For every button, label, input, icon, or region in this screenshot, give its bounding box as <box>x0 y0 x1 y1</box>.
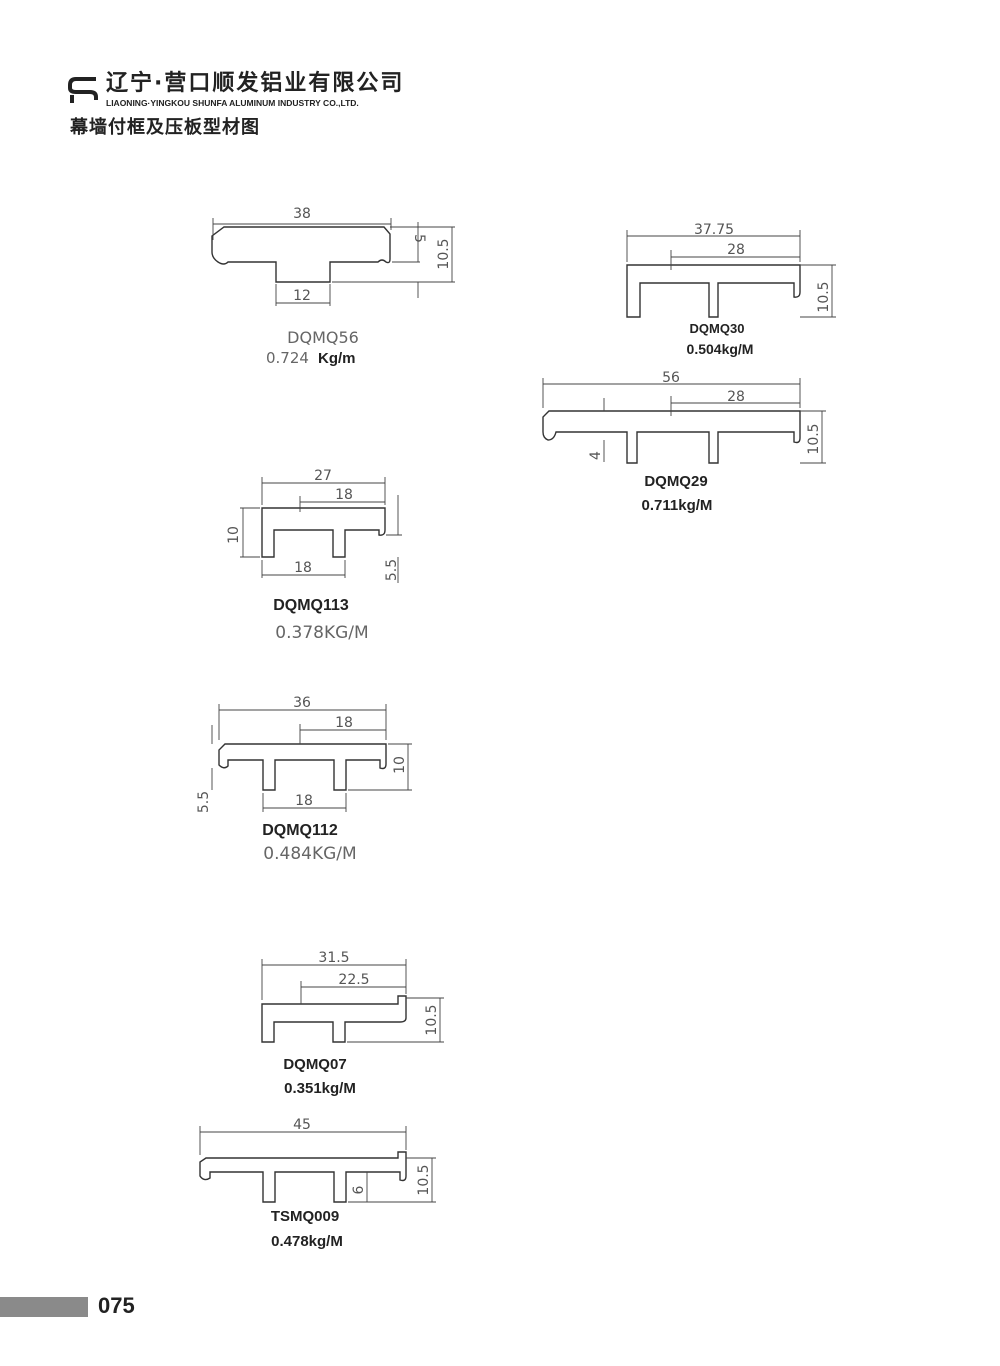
dim-width: 45 <box>293 1117 311 1133</box>
profile-code: DQMQ56 <box>287 328 359 347</box>
dim-half: 28 <box>727 389 745 405</box>
profile-weight: 0.504kg/M <box>687 341 754 357</box>
company-name-cn: 辽宁·营口顺发铝业有限公司 <box>106 71 405 96</box>
profile-dqmq30: 37.75 28 10.5 DQMQ30 0.504kg/M <box>626 222 836 357</box>
profile-code: DQMQ29 <box>644 473 707 490</box>
profile-dqmq112: 36 18 18 5.5 10 DQMQ112 0.484KG/M <box>196 695 412 864</box>
dim-height: 10 <box>226 526 242 544</box>
profile-weight: 0.351kg/M <box>284 1080 356 1097</box>
dim-stem: 12 <box>293 288 311 304</box>
dim-stem: 6 <box>351 1185 367 1194</box>
dim-height: 10.5 <box>416 1164 432 1195</box>
profile-tsmq009: 45 6 10.5 TSMQ009 0.478kg/M <box>199 1117 436 1250</box>
dim-half: 22.5 <box>338 972 369 988</box>
dim-lip: 5 <box>411 234 427 243</box>
profile-code: DQMQ07 <box>283 1056 346 1073</box>
profile-weight: 0.478kg/M <box>271 1233 343 1250</box>
dim-bottom: 18 <box>294 560 312 576</box>
dim-lip: 5.5 <box>384 559 400 581</box>
dim-width: 38 <box>293 206 311 222</box>
dim-width: 56 <box>662 370 680 386</box>
dim-half: 28 <box>727 242 745 258</box>
profile-code: DQMQ30 <box>690 321 745 336</box>
profile-weight-value: 0.724 <box>266 349 309 367</box>
dim-height: 10.5 <box>806 423 822 454</box>
profile-code: DQMQ112 <box>262 822 338 839</box>
profile-weight-unit: Kg/m <box>318 350 356 367</box>
page-number: 075 <box>98 1293 135 1318</box>
page-subtitle: 幕墙付框及压板型材图 <box>70 117 260 138</box>
dim-lip: 5.5 <box>196 791 212 813</box>
profile-dqmq07: 31.5 22.5 10.5 DQMQ07 0.351kg/M <box>261 950 444 1097</box>
dim-height: 10 <box>392 756 408 774</box>
dim-lip: 4 <box>588 451 604 460</box>
dim-width: 36 <box>293 695 311 711</box>
dim-bottom: 18 <box>295 793 313 809</box>
profile-weight: 0.484KG/M <box>263 844 356 864</box>
profile-dqmq29: 56 28 4 10.5 DQMQ29 0.711kg/M <box>542 370 826 514</box>
dim-width: 27 <box>314 468 332 484</box>
dim-half: 18 <box>335 487 353 503</box>
dim-half: 18 <box>335 715 353 731</box>
dim-height: 10.5 <box>436 238 452 269</box>
footer-bar <box>0 1297 88 1317</box>
profile-dqmq113: 27 18 18 10 5.5 DQMQ113 0.378KG/M <box>226 468 402 643</box>
profile-code: DQMQ113 <box>273 597 349 614</box>
dim-width: 37.75 <box>694 222 734 238</box>
dim-height: 10.5 <box>424 1004 440 1035</box>
profile-weight: 0.378KG/M <box>275 623 368 643</box>
company-logo <box>68 77 98 103</box>
company-name-en: LIAONING·YINGKOU SHUNFA ALUMINUM INDUSTR… <box>106 98 359 108</box>
dim-height: 10.5 <box>816 281 832 312</box>
profile-weight: 0.711kg/M <box>642 497 713 514</box>
profile-code: TSMQ009 <box>271 1208 339 1225</box>
dim-width: 31.5 <box>318 950 349 966</box>
profile-dqmq56: 38 12 5 10.5 DQMQ56 0.724 Kg/m <box>211 206 455 367</box>
